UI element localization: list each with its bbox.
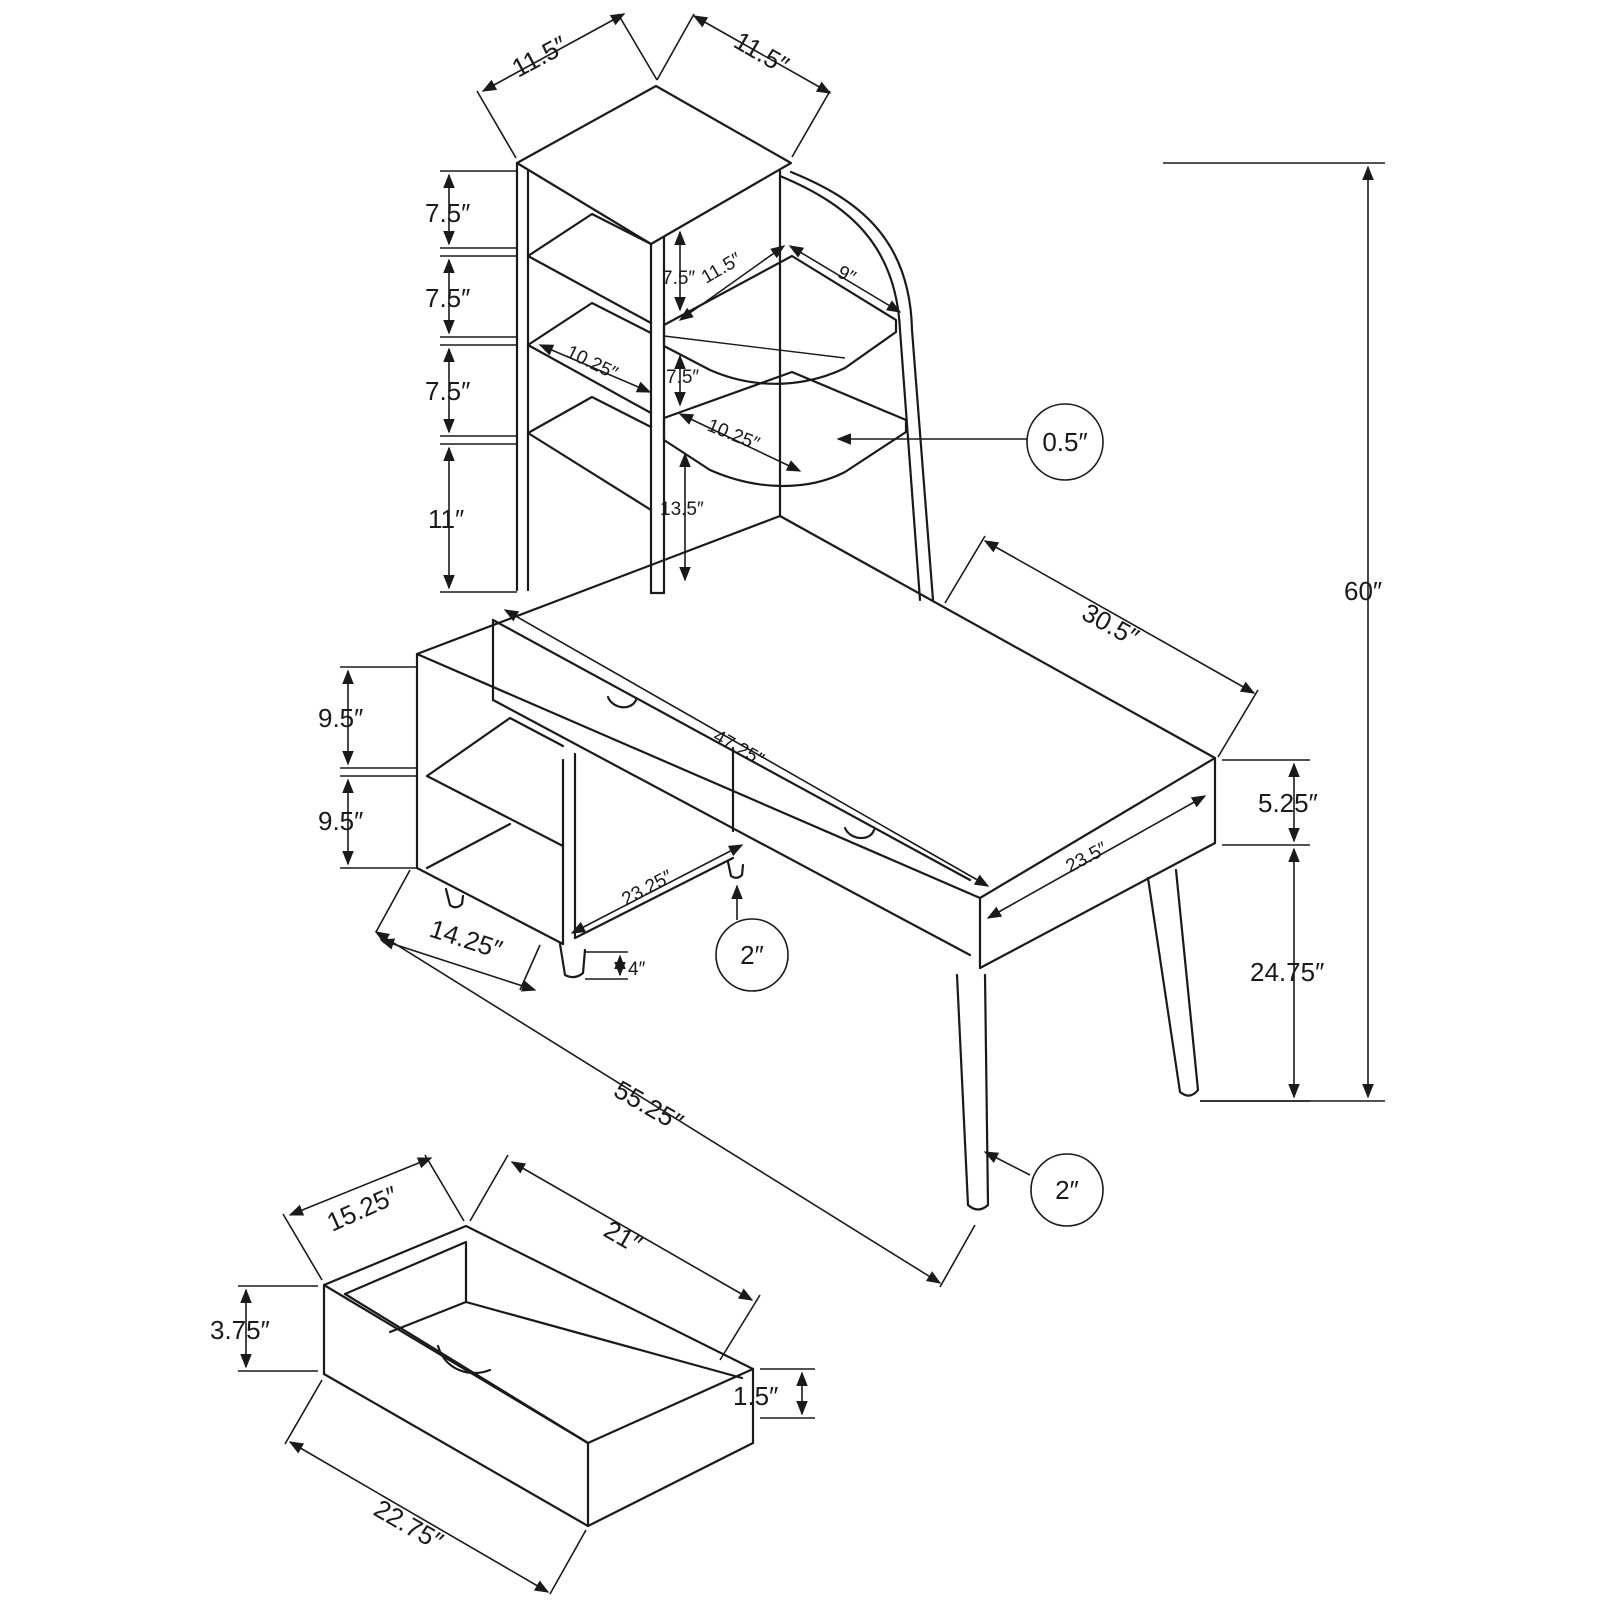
label-desk-top-length: 47.25″ bbox=[710, 726, 768, 771]
label-drawer-front-width: 22.75″ bbox=[369, 1493, 448, 1556]
label-drawer-inner-length: 21″ bbox=[599, 1214, 647, 1259]
dimension-labels: 11.5″ 11.5″ 60″ 7.5″ 7.5″ 7.5″ 11″ 7.5″ … bbox=[210, 25, 1382, 1556]
bookshelf-tower bbox=[515, 84, 935, 602]
label-leg-clearance: 24.75″ bbox=[1250, 957, 1324, 987]
label-inner-width-top: 11.5″ bbox=[698, 249, 745, 288]
front-leg-callout-circle bbox=[715, 918, 789, 992]
label-shelf-gap-2: 7.5″ bbox=[425, 283, 470, 313]
label-shelf-thickness: 0.5″ bbox=[1042, 427, 1087, 457]
label-inner-gap-top: 7.5″ bbox=[662, 268, 695, 289]
rear-leg-callout-circle bbox=[1030, 1153, 1104, 1227]
label-shelf-depth-left: 10.25″ bbox=[563, 342, 621, 385]
desk-legs bbox=[444, 860, 1200, 1211]
label-cabinet-depth: 14.25″ bbox=[426, 913, 506, 964]
label-foot-height: 4″ bbox=[628, 959, 646, 980]
label-drawer-front-height: 3.75″ bbox=[210, 1315, 270, 1345]
thickness-callout-circle bbox=[1026, 403, 1104, 481]
dimension-lines bbox=[238, 13, 1385, 1595]
label-lower-opening: 13.5″ bbox=[660, 499, 704, 520]
label-corner-gap: 7.5″ bbox=[666, 367, 699, 388]
label-corner-shelf-depth: 10.25″ bbox=[704, 415, 762, 455]
label-desk-depth: 30.5″ bbox=[1077, 597, 1144, 652]
label-left-cubby-upper: 9.5″ bbox=[318, 703, 363, 733]
label-leg-dia-front: 2″ bbox=[740, 940, 764, 970]
label-overall-width: 55.25″ bbox=[609, 1074, 688, 1137]
label-shelf-gap-4: 11″ bbox=[428, 504, 464, 534]
label-apron-height: 5.25″ bbox=[1258, 788, 1318, 818]
label-left-cubby-lower: 9.5″ bbox=[318, 806, 363, 836]
label-overall-height: 60″ bbox=[1344, 576, 1382, 606]
drawer bbox=[322, 1224, 755, 1528]
label-drawer-side-height: 1.5″ bbox=[733, 1381, 778, 1411]
label-drawer-depth: 15.25″ bbox=[322, 1180, 402, 1238]
label-knee-space-width: 23.25″ bbox=[618, 866, 676, 910]
label-shelf-gap-3: 7.5″ bbox=[425, 376, 470, 406]
label-leg-dia-rear: 2″ bbox=[1055, 1175, 1079, 1205]
desk-body bbox=[415, 514, 1217, 970]
label-shelf-gap-1: 7.5″ bbox=[425, 198, 470, 228]
label-shelf-top-width: 11.5″ bbox=[729, 25, 794, 80]
label-shelf-top-depth: 11.5″ bbox=[507, 30, 572, 84]
